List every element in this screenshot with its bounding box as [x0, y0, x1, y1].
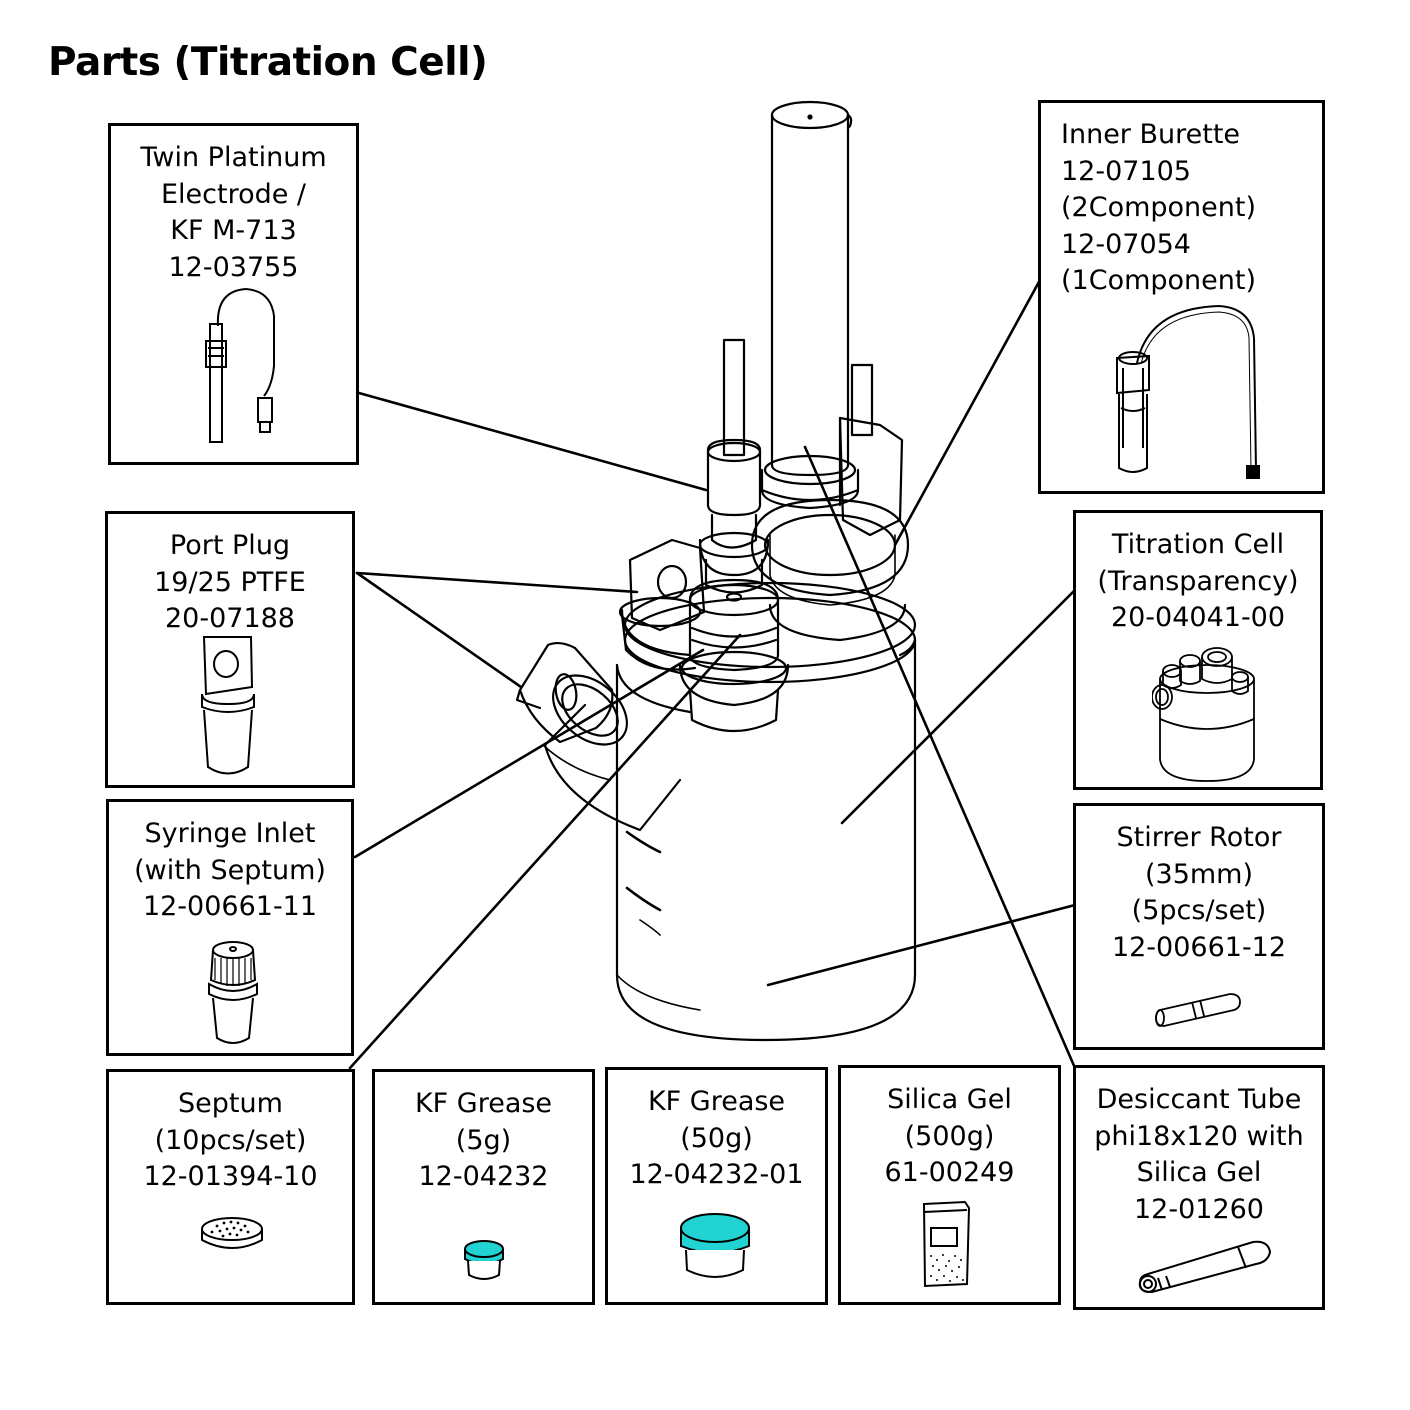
part-label: Silica Gel (500g) 61-00249 [841, 1082, 1058, 1192]
part-name: Septum [178, 1088, 283, 1119]
part-spec: (5pcs/set) [1131, 895, 1267, 926]
part-label: KF Grease (5g) 12-04232 [375, 1086, 592, 1196]
part-name: Syringe Inlet [144, 818, 316, 849]
part-name: KF Grease [414, 1088, 553, 1119]
titration-cell-icon [1152, 647, 1255, 782]
part-name: Electrode / [160, 178, 307, 210]
part-label: Syringe Inlet (with Septum) 12-00661-11 [109, 816, 351, 926]
leader-lines [348, 278, 1077, 1070]
part-box-twin-platinum-electrode: Twin Platinum Electrode / KF M-713 12-03… [108, 123, 359, 465]
part-name: Port Plug [169, 530, 291, 561]
part-label: Stirrer Rotor (35mm) (5pcs/set) 12-00661… [1076, 820, 1322, 966]
desiccant-tube-icon [1138, 1240, 1272, 1294]
part-spec: 19/25 PTFE [154, 566, 306, 598]
grease-jar-small-icon [464, 1240, 504, 1280]
titration-cell-illustration [515, 100, 917, 1042]
part-spec: (35mm) [1144, 858, 1254, 890]
part-number: 12-07054 [1061, 228, 1191, 260]
silica-gel-bag-icon [922, 1200, 971, 1288]
part-label: Port Plug 19/25 PTFE 20-07188 [108, 528, 352, 638]
part-number: 12-00661-11 [142, 891, 318, 922]
part-number: 12-01260 [1134, 1193, 1264, 1225]
part-label: Inner Burette 12-07105 (2Component) 12-0… [1061, 117, 1322, 300]
stirrer-rotor-icon [1155, 993, 1241, 1027]
part-spec: (500g) [904, 1120, 995, 1152]
port-plug-icon [201, 636, 255, 775]
part-label: Desiccant Tube phi18x120 with Silica Gel… [1076, 1082, 1322, 1228]
part-box-stirrer-rotor: Stirrer Rotor (35mm) (5pcs/set) 12-00661… [1073, 803, 1325, 1050]
part-number: 61-00249 [884, 1157, 1015, 1188]
part-spec: (50g) [680, 1122, 753, 1154]
part-box-titration-cell: Titration Cell (Transparency) 20-04041-0… [1073, 510, 1323, 790]
part-number: 12-04232-01 [629, 1159, 804, 1190]
part-spec: (with Septum) [134, 854, 326, 886]
part-box-silica-gel: Silica Gel (500g) 61-00249 [838, 1065, 1061, 1305]
part-box-port-plug: Port Plug 19/25 PTFE 20-07188 [105, 511, 355, 788]
part-spec: phi18x120 with [1094, 1120, 1304, 1152]
part-spec: (5g) [455, 1124, 512, 1156]
part-box-inner-burette: Inner Burette 12-07105 (2Component) 12-0… [1038, 100, 1325, 494]
part-spec: (10pcs/set) [154, 1124, 307, 1156]
electrode-icon [205, 287, 275, 443]
septum-icon [201, 1217, 263, 1249]
part-name: Titration Cell [1111, 529, 1285, 560]
part-number: 12-00661-12 [1111, 931, 1287, 963]
part-spec: (1Component) [1061, 265, 1256, 296]
part-model: KF M-713 [170, 215, 297, 246]
part-number: 12-01394-10 [143, 1161, 318, 1192]
part-name: Stirrer Rotor [1116, 822, 1282, 853]
syringe-inlet-icon [208, 941, 258, 1044]
part-number: 12-04232 [418, 1161, 549, 1192]
part-name: Inner Burette [1061, 119, 1241, 150]
part-box-kf-grease-50g: KF Grease (50g) 12-04232-01 [605, 1067, 828, 1305]
part-number: 12-07105 [1061, 155, 1191, 187]
grease-jar-large-icon [680, 1213, 750, 1278]
part-label: Titration Cell (Transparency) 20-04041-0… [1076, 527, 1320, 637]
part-box-septum: Septum (10pcs/set) 12-01394-10 [106, 1069, 355, 1305]
page-title: Parts (Titration Cell) [48, 40, 488, 85]
part-box-kf-grease-5g: KF Grease (5g) 12-04232 [372, 1069, 595, 1305]
part-label: Septum (10pcs/set) 12-01394-10 [109, 1086, 352, 1196]
part-box-desiccant-tube: Desiccant Tube phi18x120 with Silica Gel… [1073, 1065, 1325, 1310]
part-number: 12-03755 [168, 251, 299, 283]
inner-burette-icon [1116, 304, 1260, 479]
part-label: Twin Platinum Electrode / KF M-713 12-03… [111, 140, 356, 286]
part-number: 20-07188 [165, 603, 295, 634]
part-name: KF Grease [647, 1086, 786, 1117]
part-name: Desiccant Tube [1096, 1084, 1302, 1115]
part-box-syringe-inlet: Syringe Inlet (with Septum) 12-00661-11 [106, 799, 354, 1056]
part-spec: (Transparency) [1097, 565, 1299, 597]
part-spec: (2Component) [1061, 192, 1256, 223]
part-name: Silica Gel [887, 1084, 1012, 1115]
part-label: KF Grease (50g) 12-04232-01 [608, 1084, 825, 1194]
part-name: Twin Platinum [140, 142, 327, 173]
part-spec: Silica Gel [1136, 1157, 1262, 1188]
part-number: 20-04041-00 [1110, 602, 1286, 633]
